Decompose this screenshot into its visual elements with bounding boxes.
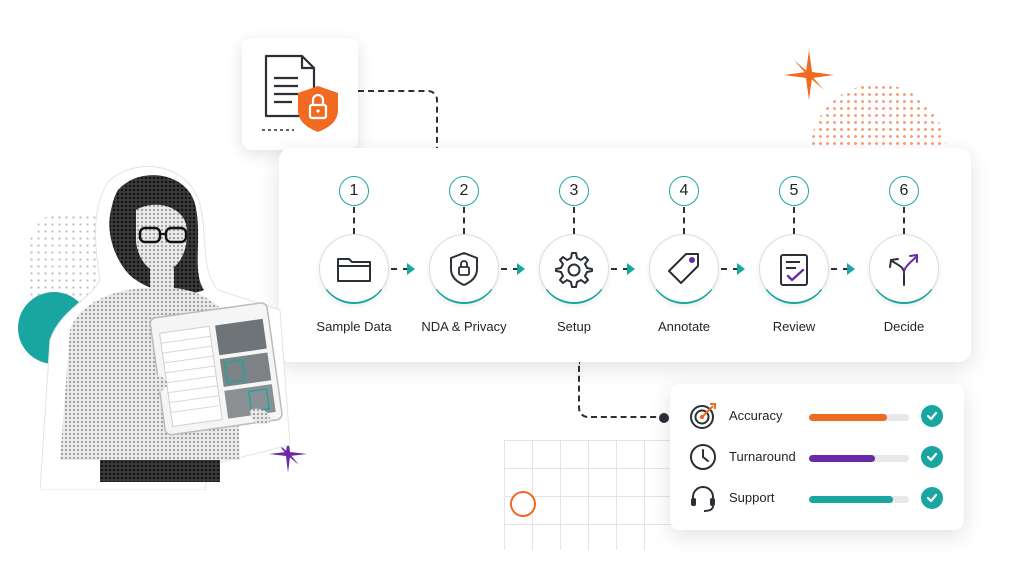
process-steps-card: 1 Sample Data 2 NDA & Privacy 3: [279, 148, 971, 362]
step-arrow: [721, 263, 745, 275]
tag-icon: [668, 252, 699, 284]
metric-accuracy: Accuracy: [688, 401, 950, 431]
step-arrow: [501, 263, 525, 275]
split-arrows-icon: [889, 253, 918, 286]
step-number: 6: [889, 176, 919, 206]
dotted-arc-decoration: [810, 84, 946, 152]
checklist-icon: [780, 253, 808, 286]
metric-bar-track: [809, 496, 909, 503]
metric-bar-fill: [809, 414, 887, 421]
target-icon: [690, 403, 716, 429]
step-number: 2: [449, 176, 479, 206]
step-label: Annotate: [657, 319, 711, 334]
metric-label: Accuracy: [729, 408, 783, 423]
step-nda-privacy: 2 NDA & Privacy: [409, 148, 519, 362]
metric-label: Turnaround: [729, 449, 796, 464]
connector-line-bottom: [578, 362, 664, 418]
step-review: 5 Review: [739, 148, 849, 362]
step-label: Setup: [557, 319, 591, 334]
orange-ring-decoration: [510, 491, 536, 517]
step-label: Review: [772, 319, 816, 334]
metric-bar-track: [809, 414, 909, 421]
metric-bar-fill: [809, 455, 875, 462]
purple-sparkle-icon: [269, 435, 307, 473]
metric-bar-fill: [809, 496, 893, 503]
step-setup: 3 Setup: [519, 148, 629, 362]
step-decide: 6 Decide: [849, 148, 959, 362]
document-card: [242, 38, 358, 150]
headset-icon: [691, 486, 715, 512]
step-sample-data: 1 Sample Data: [299, 148, 409, 362]
check-icon: [921, 405, 943, 427]
metric-turnaround: Turnaround: [688, 442, 950, 472]
step-icon-circle: [869, 234, 939, 304]
step-icon-circle: [539, 234, 609, 304]
step-number: 3: [559, 176, 589, 206]
step-number: 5: [779, 176, 809, 206]
shield-lock-icon: [450, 251, 478, 286]
folder-icon: [337, 257, 371, 282]
woman-with-tablet-illustration: [40, 165, 290, 490]
step-icon-circle: [429, 234, 499, 304]
step-label: NDA & Privacy: [421, 319, 507, 334]
step-annotate: 4 Annotate: [629, 148, 739, 362]
metric-support: Support: [688, 483, 950, 513]
orange-sparkle-icon: [784, 50, 834, 100]
step-number: 1: [339, 176, 369, 206]
check-icon: [921, 487, 943, 509]
metrics-card: Accuracy Turnaround Support: [670, 384, 964, 530]
document-lock-icon: [262, 54, 338, 132]
step-label: Decide: [883, 319, 925, 334]
gear-icon: [555, 251, 593, 288]
metric-bar-track: [809, 455, 909, 462]
step-number: 4: [669, 176, 699, 206]
metric-label: Support: [729, 490, 775, 505]
connector-line-top: [358, 90, 438, 150]
step-arrow: [391, 263, 415, 275]
step-icon-circle: [759, 234, 829, 304]
step-arrow: [831, 263, 855, 275]
clock-icon: [690, 444, 716, 470]
check-icon: [921, 446, 943, 468]
step-icon-circle: [649, 234, 719, 304]
step-arrow: [611, 263, 635, 275]
step-icon-circle: [319, 234, 389, 304]
connector-dot: [659, 413, 669, 423]
step-label: Sample Data: [316, 319, 392, 334]
